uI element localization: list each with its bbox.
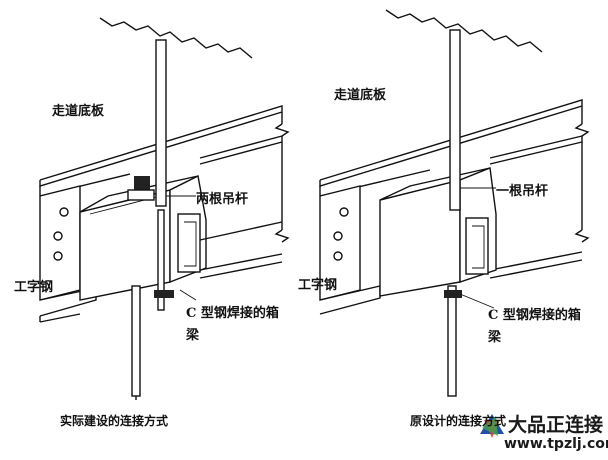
right-channel-label-line1: C 型钢焊接的箱 <box>488 308 581 323</box>
watermark-name: 大品正连接 <box>508 414 604 436</box>
right-bolt <box>339 207 349 217</box>
right-caption: 原设计的连接方式 <box>410 414 507 428</box>
left-rod-front <box>155 39 167 207</box>
right-walkway-label: 走道底板 <box>334 88 387 103</box>
right-rod-label: 一根吊杆 <box>496 184 549 199</box>
right-channel-label-line2: 梁 <box>488 330 502 345</box>
right-drawing <box>319 9 590 397</box>
right-rod <box>449 29 461 211</box>
left-channel-label-line2: 梁 <box>186 328 200 343</box>
watermark-url: www.tpzlj.com <box>504 436 608 452</box>
left-drawing <box>39 17 290 400</box>
left-ibeam-label: 工字钢 <box>14 280 54 295</box>
right-ceiling <box>385 9 543 53</box>
left-channel-label-line1: C 型钢焊接的箱 <box>186 306 279 321</box>
right-ibeam-label: 工字钢 <box>298 278 338 293</box>
left-walkway-label: 走道底板 <box>52 104 105 119</box>
watermark-logo-icon <box>480 414 504 438</box>
left-rod-label: 两根吊杆 <box>196 192 249 207</box>
left-rod-back <box>157 209 165 311</box>
left-bolt <box>59 207 69 217</box>
left-ceiling <box>99 17 253 59</box>
left-caption: 实际建设的连接方式 <box>60 414 169 428</box>
